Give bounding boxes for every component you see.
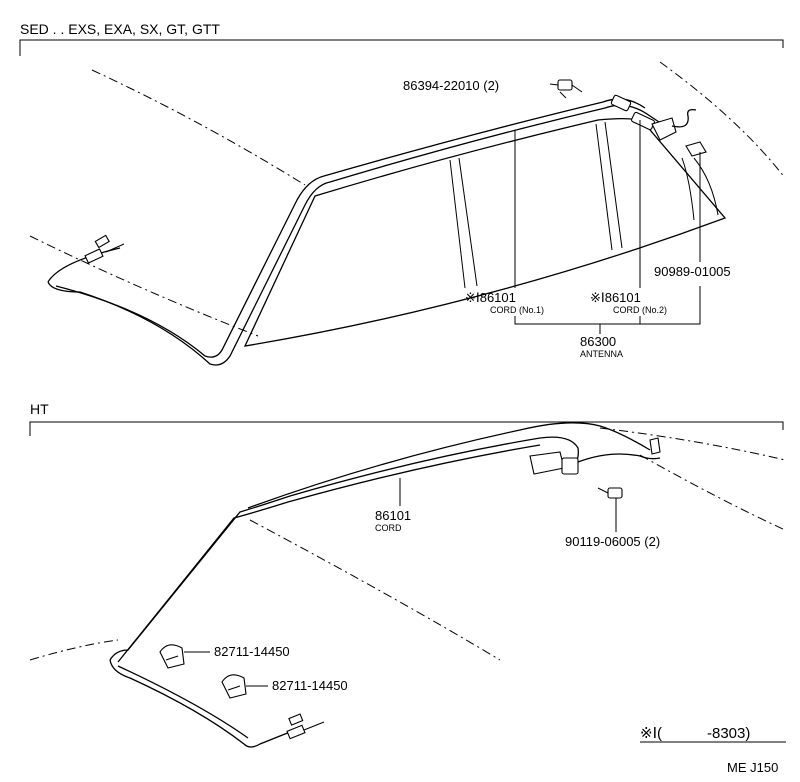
ht-section-bracket [29,421,784,436]
ht-bolt-part [597,487,623,499]
sed-antenna-cord-inner [55,98,646,358]
sed-cord-no1-number: ※Ⅰ86101 [465,290,516,305]
sed-bolt-label: 86394-22010 (2) [403,78,499,93]
ht-trunk-line [639,454,786,531]
ht-hood-line [29,639,119,661]
ht-roof-line [599,427,786,461]
ht-section-header: HT [30,401,49,417]
ht-bolt-label: 90119-06005 (2) [565,534,660,549]
sed-section-header: SED . . EXS, EXA, SX, GT, GTT [20,21,220,37]
ht-cord-number: 86101 [375,508,411,523]
ht-antenna-cord-outer [109,436,579,661]
ht-clamp-2-label: 82711-14450 [272,678,348,693]
sed-antenna-cord-outer [47,104,669,366]
sed-antenna-bracket [514,286,701,325]
ht-windshield-line [249,519,501,661]
ht-section: HT [29,401,786,748]
diagram-code: ME J150 [727,760,778,775]
sed-roof-line [91,69,306,186]
footnote: ※Ⅰ( -8303) [640,725,750,742]
ht-antenna-cord-inner [117,444,541,663]
ht-clamp-2 [221,674,247,699]
sed-cord-no1-name: CORD (No.1) [490,305,544,315]
ht-clamp-1 [159,644,185,669]
sed-bolt-part [557,79,583,99]
ht-cord-lower-inner [117,665,249,739]
sed-window-divider-1 [449,159,466,289]
sed-antenna-number: 86300 [580,334,616,349]
ht-cord-name: CORD [375,523,402,533]
sed-connector-assembly [610,94,719,221]
ht-clamp-1-label: 82711-14450 [214,644,290,659]
sed-cord-lead [47,247,121,283]
sed-window-divider-3 [595,123,613,251]
sed-cord-no2-name: CORD (No.2) [613,305,667,315]
sed-hood-line [29,235,259,337]
sed-cord-no2-number: ※Ⅰ86101 [590,290,641,305]
sed-antenna-name: ANTENNA [580,349,623,359]
sed-bolt-leader [549,83,559,86]
sed-window-divider-2 [458,157,478,287]
ht-cord-lower [109,659,301,748]
sed-window-divider-4 [604,121,623,249]
ht-connector-assembly [529,437,661,475]
sed-section: SED . . EXS, EXA, SX, GT, GTT [19,21,786,366]
sed-antenna-plug [84,234,125,264]
sed-clip-label: 90989-01005 [654,264,731,279]
ht-roof-edge [247,422,651,509]
sed-section-bracket [19,39,784,56]
sed-trunk-line [659,61,786,179]
ht-antenna-plug [286,713,325,740]
